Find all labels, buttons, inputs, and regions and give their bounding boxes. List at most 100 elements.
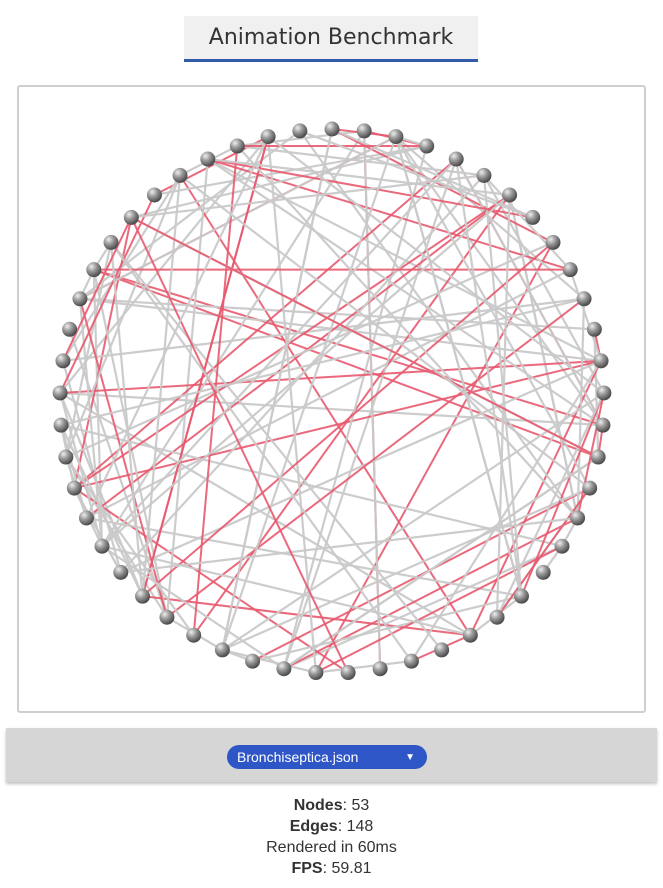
graph-node[interactable] (388, 129, 404, 145)
graph-edge (65, 241, 554, 459)
graph-node[interactable] (200, 151, 216, 167)
graph-node[interactable] (554, 538, 570, 554)
graph-edge (165, 158, 209, 618)
graph-edge (64, 174, 182, 458)
graph-edge (252, 487, 591, 663)
stat-nodes-value: : 53 (342, 797, 370, 814)
stat-render-time: Rendered in 60ms (266, 839, 397, 856)
graph-node[interactable] (229, 138, 245, 154)
graph-node[interactable] (55, 353, 71, 369)
graph-edge (110, 241, 413, 662)
graph-edge (283, 517, 579, 670)
graph-edge (315, 241, 554, 674)
graph-edge (60, 391, 603, 427)
dataset-select[interactable]: Bronchiseptica.json ▼ (227, 745, 427, 769)
graph-edge (315, 660, 412, 674)
graph-edge (101, 194, 511, 548)
graph-node[interactable] (94, 538, 110, 554)
graph-node[interactable] (545, 234, 561, 250)
graph-node[interactable] (72, 291, 88, 307)
graph-node[interactable] (595, 417, 611, 433)
graph-node[interactable] (462, 627, 478, 643)
graph-node[interactable] (372, 661, 388, 677)
graph-node[interactable] (502, 187, 518, 203)
graph-node[interactable] (86, 262, 102, 278)
graph-edge (60, 424, 144, 597)
stat-edges: Edges: 148 (0, 816, 663, 837)
graph-edge (455, 158, 523, 597)
control-bar: Bronchiseptica.json ▼ (6, 728, 657, 782)
graph-node[interactable] (159, 609, 175, 625)
graph-node[interactable] (292, 123, 308, 139)
graph-edge (508, 194, 579, 519)
graph-node[interactable] (276, 661, 292, 677)
graph-edge (394, 135, 604, 426)
graph-node[interactable] (590, 449, 606, 465)
graph-node[interactable] (53, 417, 69, 433)
graph-edge (221, 136, 397, 651)
graph-edge (59, 392, 104, 547)
graph-edge (93, 268, 604, 427)
graph-edge (576, 392, 605, 519)
stats-panel: Nodes: 53 Edges: 148 Rendered in 60ms FP… (0, 795, 663, 879)
graph-node[interactable] (582, 480, 598, 496)
graph-node[interactable] (324, 121, 340, 137)
graph-edge (101, 158, 458, 547)
graph-node[interactable] (356, 123, 372, 139)
graph-node[interactable] (186, 627, 202, 643)
graph-node[interactable] (260, 129, 276, 145)
graph-node[interactable] (448, 151, 464, 167)
graph-node[interactable] (308, 665, 324, 681)
graph-node[interactable] (62, 321, 78, 337)
graph-node[interactable] (172, 167, 188, 183)
stat-fps-value: : 59.81 (322, 860, 372, 877)
graph-edge (62, 297, 585, 362)
graph-node[interactable] (66, 480, 82, 496)
graph-node[interactable] (535, 564, 551, 580)
stat-nodes: Nodes: 53 (0, 795, 663, 816)
stat-edges-value: : 148 (337, 818, 374, 835)
graph-node[interactable] (419, 138, 435, 154)
edge-layer (59, 127, 605, 674)
stat-fps-label: FPS (291, 860, 323, 877)
graph-edge (62, 216, 133, 362)
graph-node[interactable] (113, 564, 129, 580)
graph-node[interactable] (434, 642, 450, 658)
graph-edge (73, 194, 511, 489)
graph-canvas[interactable] (17, 85, 646, 713)
graph-node[interactable] (593, 353, 609, 369)
graph-edge (207, 158, 604, 427)
graph-node[interactable] (525, 209, 541, 225)
stat-fps: FPS: 59.81 (0, 858, 663, 879)
graph-node[interactable] (52, 385, 68, 401)
graph-node[interactable] (58, 449, 74, 465)
graph-node[interactable] (562, 262, 578, 278)
graph-node[interactable] (103, 234, 119, 250)
graph-node[interactable] (596, 385, 612, 401)
graph-node[interactable] (214, 642, 230, 658)
graph-edge (131, 144, 427, 219)
graph-node[interactable] (135, 588, 151, 604)
graph-node[interactable] (340, 665, 356, 681)
graph-edge (569, 269, 603, 362)
chevron-down-icon: ▼ (405, 751, 415, 763)
graph-node[interactable] (586, 321, 602, 337)
graph-edge (455, 158, 604, 426)
graph-node[interactable] (123, 209, 139, 225)
graph-node[interactable] (476, 167, 492, 183)
graph-node[interactable] (403, 653, 419, 669)
graph-node[interactable] (245, 653, 261, 669)
graph-edge (410, 360, 602, 662)
graph-edge (74, 359, 602, 490)
graph-node[interactable] (146, 187, 162, 203)
graph-node[interactable] (513, 588, 529, 604)
graph-node[interactable] (576, 291, 592, 307)
graph-edge (120, 359, 602, 574)
network-graph[interactable] (19, 87, 644, 711)
graph-edge (520, 392, 605, 597)
graph-node[interactable] (489, 609, 505, 625)
graph-edge (73, 158, 457, 489)
graph-edge (93, 268, 599, 458)
graph-node[interactable] (78, 510, 94, 526)
graph-node[interactable] (570, 510, 586, 526)
